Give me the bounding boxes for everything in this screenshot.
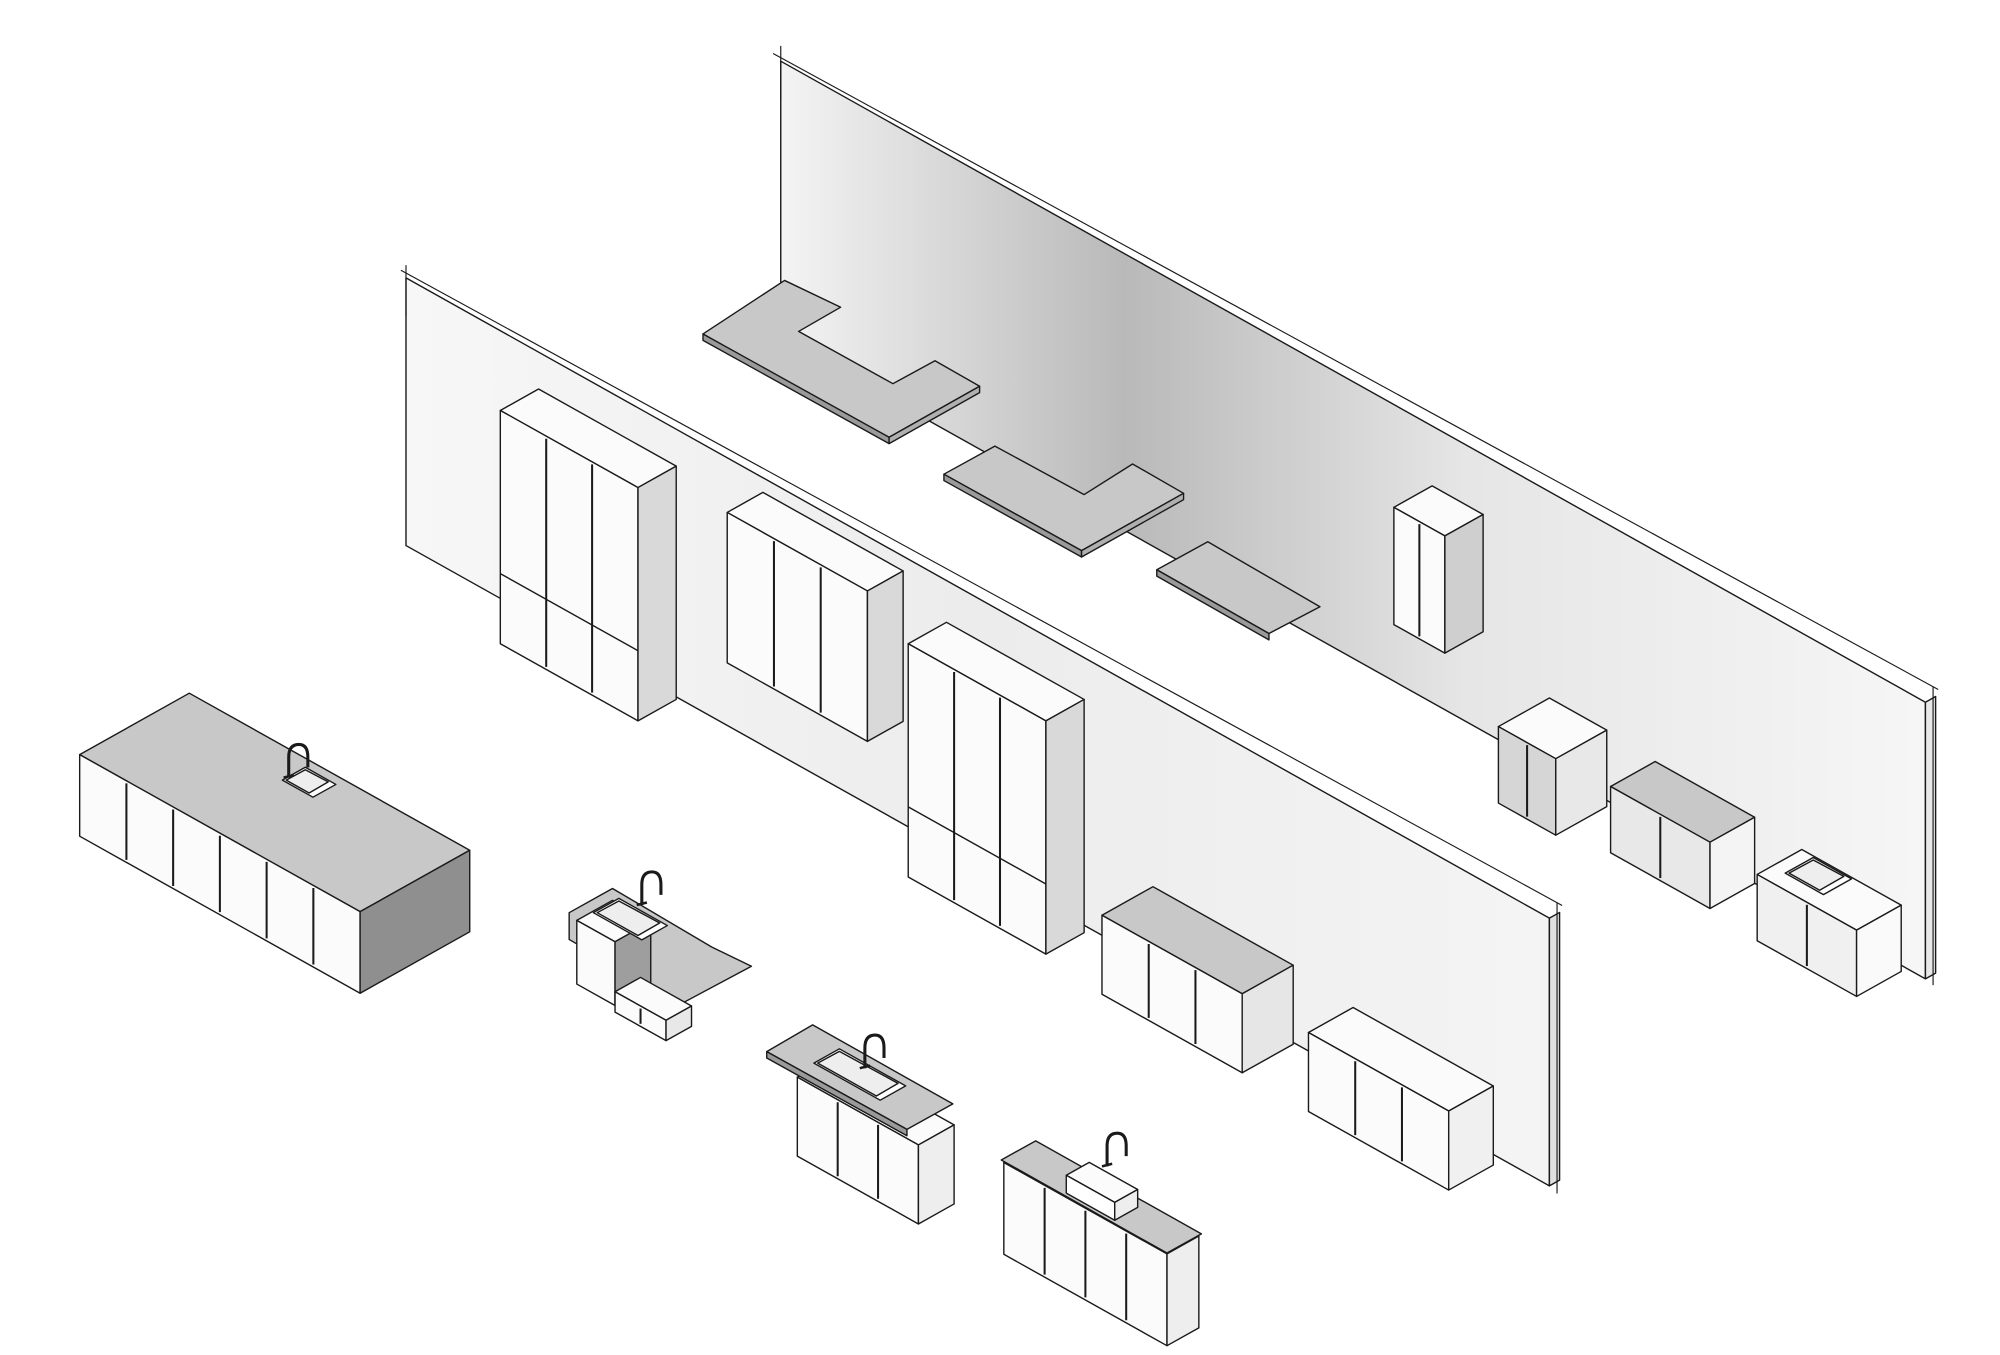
corner-base-cabinet (1497, 697, 1608, 836)
back-wall-end (1924, 695, 1937, 980)
island-faucet-spout (287, 742, 310, 778)
sink-base-cabinet-sink (1784, 856, 1853, 896)
base-cabinet-countertop (1101, 885, 1294, 1074)
sink-base-cabinet-side (1855, 904, 1902, 998)
sink-counter-faucet (859, 1033, 886, 1070)
countertop-l-shape-1 (702, 279, 981, 445)
sink-counter-top-edge (766, 1050, 908, 1137)
island-faucet-handle (283, 773, 295, 779)
base-cabinet-plain-side (1447, 1085, 1495, 1191)
island-faucet (283, 742, 310, 779)
l-shaped-sink-unit-return (614, 976, 693, 1042)
drawing-layer (78, 45, 1939, 1347)
countertop-l-shape-2-edge (1080, 492, 1185, 558)
base-cabinet-plain (1307, 1006, 1495, 1191)
sink-counter-faucet-spout (863, 1033, 886, 1069)
wall-cabinet (726, 491, 904, 743)
tall-cabinet-1 (499, 388, 677, 722)
countertop-l-shape-2 (943, 445, 1185, 558)
l-shaped-sink-unit-return-side (665, 1005, 693, 1042)
tall-corner-cabinet-side (1444, 513, 1484, 654)
kitchen-island (78, 692, 471, 994)
l-shaped-sink-unit-sink-basin (596, 900, 661, 937)
l-shaped-sink-unit-faucet-spout (640, 870, 663, 906)
base-cabinet-countertop-side (1241, 964, 1294, 1074)
front-wall-end (1548, 911, 1561, 1187)
sink-counter-base-side (917, 1124, 955, 1225)
tall-cabinet-1-side (637, 465, 677, 722)
sink-base-cabinet-sink-basin (1788, 859, 1845, 891)
sink-counter-sink (813, 1048, 907, 1101)
vanity-cabinet-side (1166, 1235, 1200, 1347)
countertop-straight (1156, 541, 1321, 641)
wall-cabinet-side (866, 570, 904, 743)
front-wall-dimension-line (400, 269, 1563, 906)
l-shaped-sink-unit-faucet-handle (636, 901, 648, 907)
vanity-faucet-handle (1101, 1162, 1113, 1168)
tall-corner-cabinet (1393, 485, 1484, 654)
countertop-l-shape-1-edge (888, 385, 981, 445)
vessel-sink (1065, 1161, 1139, 1221)
tall-cabinet-2-panel-split (907, 806, 1047, 885)
vessel-sink-side (1114, 1188, 1139, 1221)
base-cabinet-back-wall-side (1709, 816, 1756, 910)
l-shaped-sink-unit-sink (592, 897, 669, 941)
island-sink-basin (285, 769, 329, 794)
tall-cabinet-2-side (1045, 698, 1085, 955)
tall-cabinet-2 (907, 621, 1085, 955)
vanity-faucet-spout (1105, 1131, 1128, 1167)
corner-base-cabinet-side (1555, 729, 1608, 836)
island-sink (281, 766, 337, 798)
base-cabinet-back-wall (1609, 760, 1756, 910)
tall-cabinet-1-panel-split (499, 573, 639, 652)
sink-counter-sink-basin (817, 1050, 899, 1097)
kitchen-island-side (359, 849, 471, 994)
back-wall (772, 45, 1939, 986)
l-shaped-sink-unit-faucet (636, 870, 663, 907)
vanity-faucet (1101, 1131, 1128, 1168)
back-wall-dimension-line (772, 53, 1939, 690)
sink-counter-faucet-handle (859, 1064, 871, 1070)
countertop-straight-edge (1156, 569, 1270, 641)
